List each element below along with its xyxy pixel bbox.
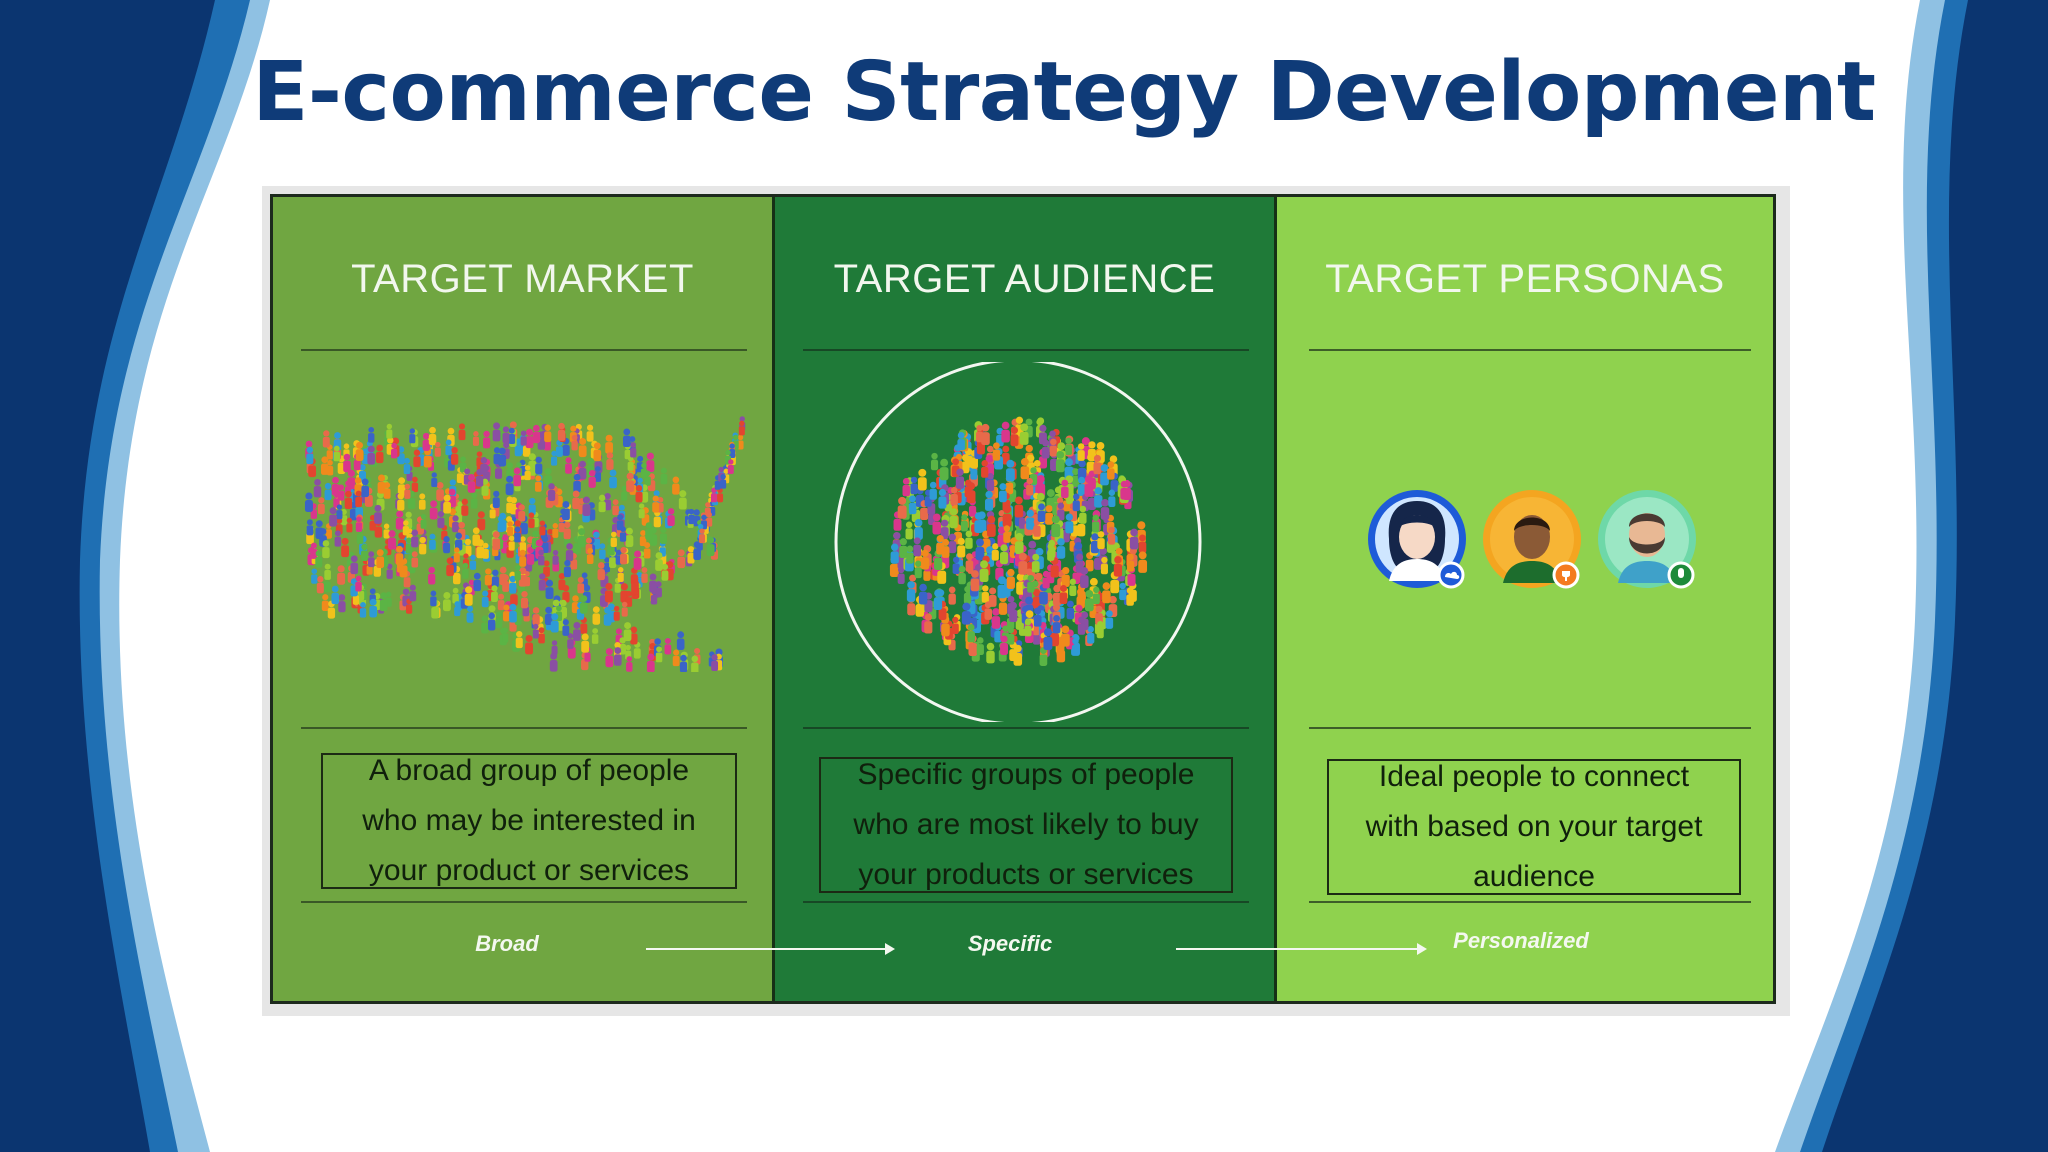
description-box: Ideal people to connect with based on yo… — [1327, 759, 1741, 895]
persona-avatar-woman — [1368, 490, 1466, 589]
panel-heading: TARGET AUDIENCE — [833, 257, 1216, 301]
slide-title: E-commerce Strategy Development — [252, 45, 1876, 140]
persona-avatar-man-orange — [1483, 490, 1581, 589]
description-line: Specific groups of people — [857, 758, 1195, 791]
description-line: A broad group of people — [368, 754, 690, 787]
persona-avatars-icon — [1368, 490, 1696, 589]
panel-heading: TARGET PERSONAS — [1325, 257, 1725, 301]
description-line: your products or services — [858, 858, 1194, 891]
target-funnel-diagram: TARGET MARKET A broad group of people wh… — [270, 194, 1776, 1004]
flow-label-specific: Specific — [967, 931, 1053, 956]
divider — [1309, 349, 1751, 351]
description-line: who are most likely to buy — [853, 808, 1199, 841]
panel-target-market: TARGET MARKET A broad group of people wh… — [273, 197, 775, 1001]
divider — [1309, 901, 1751, 903]
flow-label-personalized: Personalized — [1453, 928, 1589, 953]
description-line: Ideal people to connect — [1378, 760, 1690, 793]
divider — [301, 349, 747, 351]
panel-target-audience: TARGET AUDIENCE Specific groups of peopl… — [775, 197, 1277, 1001]
flow-label-broad: Broad — [475, 931, 539, 956]
description-box: A broad group of people who may be inter… — [321, 753, 737, 889]
description-line: audience — [1473, 860, 1595, 893]
panel-heading: TARGET MARKET — [351, 257, 694, 301]
panel-target-personas: TARGET PERSONAS — [1277, 197, 1773, 1001]
divider — [301, 901, 747, 903]
description-line: who may be interested in — [362, 804, 696, 837]
description-box: Specific groups of people who are most l… — [819, 757, 1233, 893]
divider — [1309, 727, 1751, 729]
divider — [803, 901, 1249, 903]
persona-avatar-man-bearded — [1598, 490, 1696, 589]
divider — [803, 349, 1249, 351]
circle-crowd-icon — [834, 362, 1202, 722]
description-line: with based on your target — [1365, 810, 1703, 843]
description-line: your product or services — [368, 854, 690, 887]
divider — [803, 727, 1249, 729]
divider — [301, 727, 747, 729]
us-map-crowd-icon — [304, 416, 746, 672]
